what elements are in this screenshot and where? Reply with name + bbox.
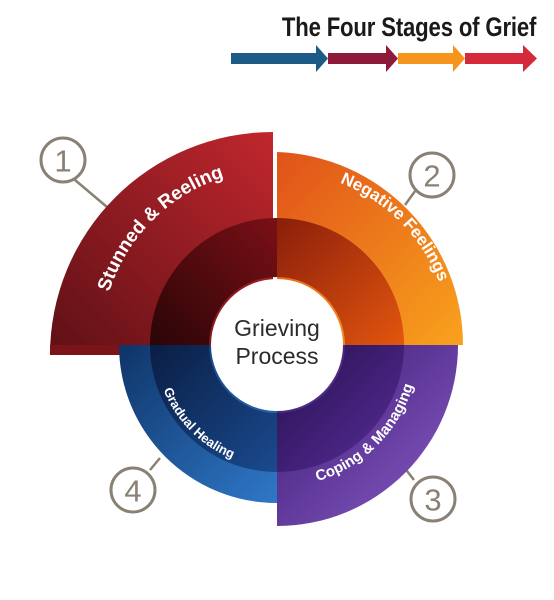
- arrow-segment-1: [231, 53, 316, 64]
- arrow-tip-1: [316, 45, 328, 72]
- arrow-tip-3: [453, 45, 465, 72]
- arrow-tip-4: [523, 45, 537, 72]
- stage-number-4-label: 4: [124, 474, 141, 509]
- stage-number-3-label: 3: [424, 483, 441, 518]
- arrow-tip-2: [386, 45, 398, 72]
- arrow-segment-3: [398, 53, 453, 64]
- arrow-segment-2: [328, 53, 386, 64]
- stage-number-2: 2: [408, 151, 456, 199]
- center-label-line2: Process: [235, 343, 318, 369]
- center-hub: Grieving Process: [211, 279, 343, 411]
- center-label-line1: Grieving: [234, 315, 320, 341]
- stage-number-3: 3: [409, 475, 457, 523]
- stage-number-4: 4: [109, 466, 157, 514]
- progress-arrow-bar: [231, 45, 537, 72]
- arrow-segment-4: [465, 53, 523, 64]
- stage-number-1-label: 1: [54, 144, 71, 179]
- stage-number-1: 1: [39, 136, 87, 184]
- diagram-title: The Four Stages of Grief: [281, 12, 537, 42]
- stage-number-2-label: 2: [423, 159, 440, 194]
